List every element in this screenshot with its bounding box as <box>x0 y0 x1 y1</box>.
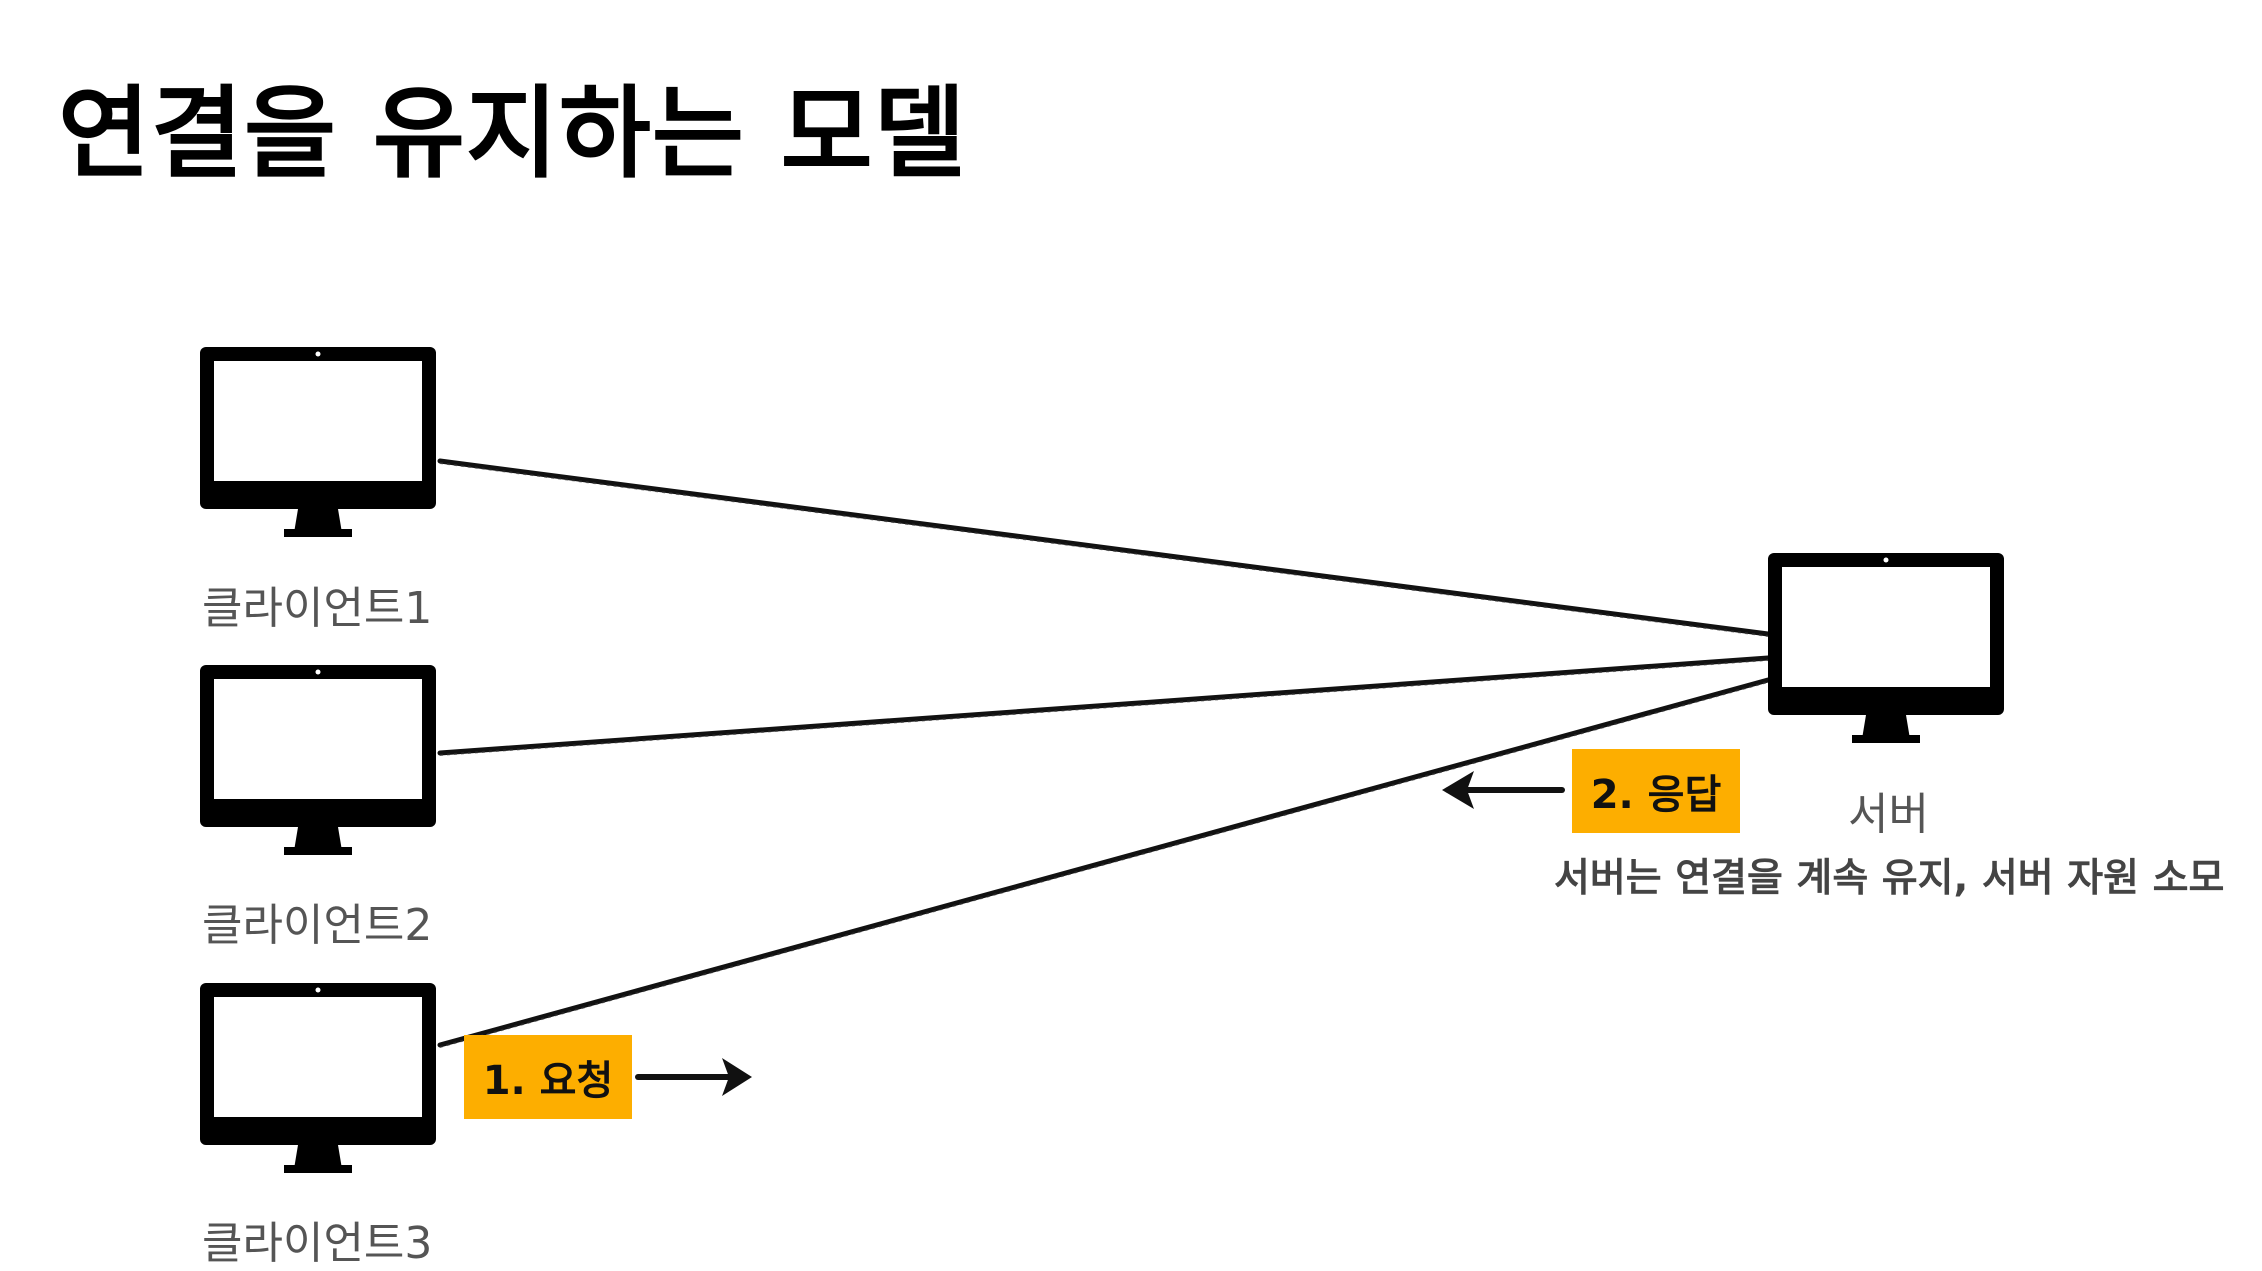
client2-label: 클라이언트2 <box>202 900 433 951</box>
client1-monitor-icon <box>200 347 436 537</box>
request-arrow-icon <box>635 1058 752 1096</box>
connection-line-client3 <box>437 677 1771 1048</box>
server-label: 서버 <box>1848 789 1929 840</box>
request-badge: 1. 요청 <box>464 1035 632 1119</box>
server-monitor-icon <box>1768 553 2004 743</box>
client1-label: 클라이언트1 <box>202 583 433 634</box>
client3-monitor-icon <box>200 983 436 1173</box>
response-arrow-icon <box>1442 771 1565 809</box>
response-badge: 2. 응답 <box>1572 749 1740 833</box>
page-title: 연결을 유지하는 모델 <box>58 75 967 192</box>
server-note: 서버는 연결을 계속 유지, 서버 자원 소모 <box>1554 856 2225 901</box>
connection-line-client2 <box>437 655 1771 756</box>
connection-line-client1 <box>437 458 1771 637</box>
client2-monitor-icon <box>200 665 436 855</box>
client3-label: 클라이언트3 <box>202 1218 433 1269</box>
